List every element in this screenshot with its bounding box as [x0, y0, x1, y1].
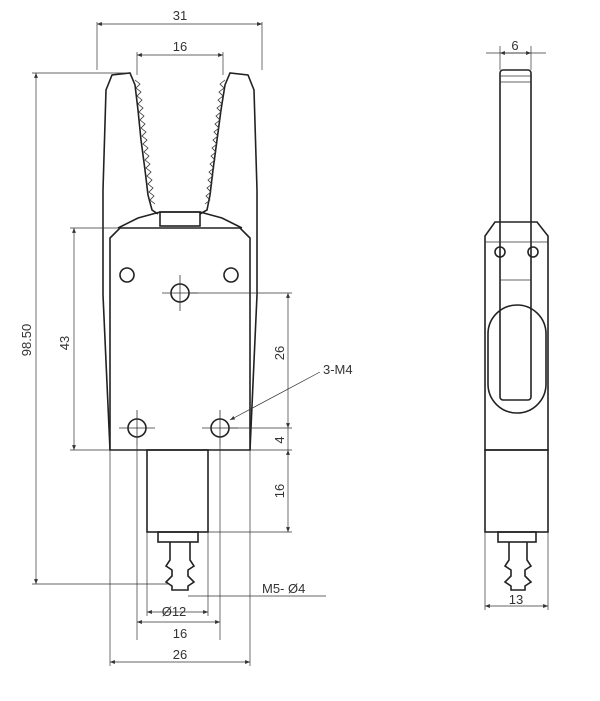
- fitting-nut: [157, 531, 199, 543]
- corner-hole-right: [223, 267, 239, 283]
- dim-jaw-thickness: 6: [511, 38, 518, 53]
- dim-jaw-opening: 16: [173, 39, 187, 54]
- dim-overall-height: 98.50: [19, 324, 34, 357]
- side-fitting-nut: [497, 531, 537, 543]
- label-port-fitting: M5- Ø4: [262, 581, 305, 596]
- side-oval-slot: [487, 304, 547, 414]
- dim-body-height: 43: [57, 336, 72, 350]
- dim-body-depth: 13: [509, 592, 523, 607]
- dim-base-diameter: Ø12: [162, 604, 187, 619]
- dim-hole-to-bottom: 4: [272, 436, 287, 443]
- right-jaw-serration: [204, 79, 226, 205]
- label-mount-holes: 3-M4: [323, 362, 353, 377]
- side-barb-fitting: [503, 542, 533, 591]
- right-jaw-outline: [199, 72, 258, 451]
- dim-overall-width: 31: [173, 8, 187, 23]
- barb-fitting: [164, 542, 196, 591]
- left-jaw-serration: [134, 79, 156, 205]
- dim-base-width: 16: [173, 626, 187, 641]
- dim-base-height: 16: [272, 484, 287, 498]
- dim-hole-spacing: 26: [272, 346, 287, 360]
- dim-body-width: 26: [173, 647, 187, 662]
- left-jaw-outline: [102, 72, 159, 451]
- side-body: [484, 221, 549, 451]
- base-cylinder: [146, 449, 209, 533]
- jaw-pivot-block: [159, 211, 201, 227]
- side-base-cylinder: [484, 449, 549, 533]
- main-body: [109, 227, 251, 451]
- side-pivot-hole-right: [527, 246, 539, 258]
- side-jaw-plate: [499, 69, 532, 401]
- front-dimensions: 31 16 98.50 43 26 4 16 3-M4 M5: [19, 8, 353, 666]
- side-dimensions: 6 13: [484, 38, 549, 610]
- front-view: [102, 72, 258, 591]
- side-pivot-hole: [494, 246, 506, 258]
- corner-hole-left: [119, 267, 135, 283]
- side-view: [484, 69, 549, 591]
